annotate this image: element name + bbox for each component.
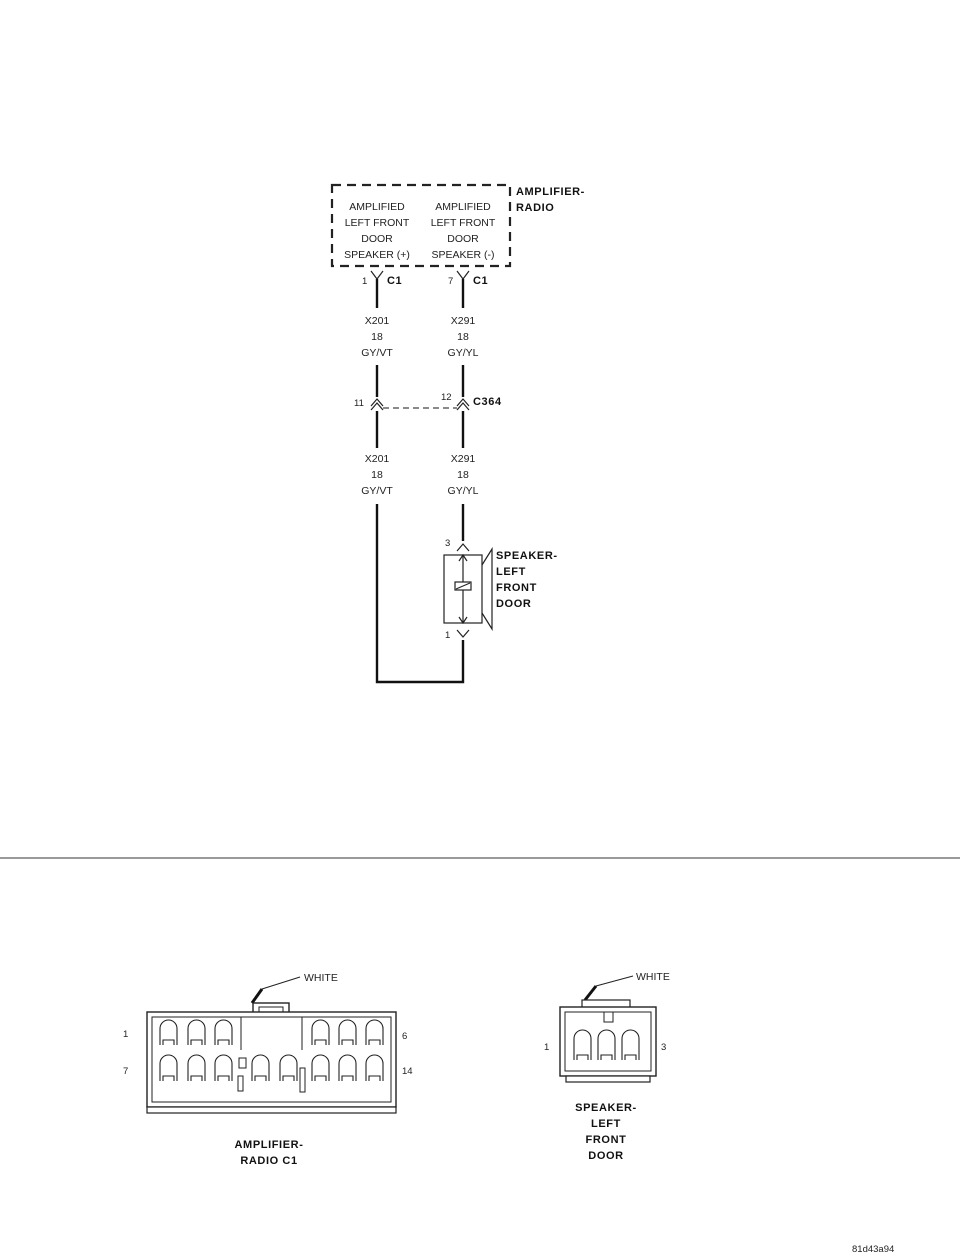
amp-pin-top-right: 6	[402, 1031, 407, 1042]
speaker-view-color-label: WHITE	[636, 971, 670, 983]
terminal-cavity	[365, 1054, 384, 1081]
c1-right-name: C1	[473, 275, 488, 287]
wire-label-lower-right: X291 18 GY/YL	[448, 453, 479, 497]
module-name-line1: AMPLIFIER-	[516, 186, 585, 198]
svg-text:FRONT: FRONT	[586, 1134, 627, 1146]
terminal-cavity	[597, 1029, 616, 1060]
svg-text:DOOR: DOOR	[588, 1150, 623, 1162]
c1-left-symbol	[370, 270, 384, 280]
terminal-cavity	[311, 1019, 330, 1045]
svg-text:DOOR: DOOR	[496, 598, 531, 610]
terminal-cavity	[279, 1054, 298, 1081]
svg-text:18: 18	[457, 469, 469, 481]
speaker-pin3-symbol	[456, 543, 470, 552]
speaker-pin-top: 3	[445, 538, 450, 549]
speaker-connector-view	[559, 975, 657, 1083]
svg-text:SPEAKER (-): SPEAKER (-)	[431, 249, 494, 261]
svg-text:AMPLIFIER-: AMPLIFIER-	[235, 1139, 304, 1151]
speaker-view-pin-right: 3	[661, 1042, 666, 1053]
terminal-cavity	[159, 1019, 178, 1045]
amplifier-radio-module-box	[330, 183, 512, 268]
svg-text:LEFT: LEFT	[496, 566, 526, 578]
c1-right-pin: 7	[448, 276, 453, 287]
svg-text:GY/VT: GY/VT	[361, 347, 393, 359]
svg-text:X201: X201	[365, 315, 390, 327]
amp-pin-bottom-left: 7	[123, 1066, 128, 1077]
c364-name: C364	[473, 396, 502, 408]
terminal-cavity	[311, 1054, 330, 1081]
speaker-symbol	[443, 546, 493, 632]
terminal-cavity	[621, 1029, 640, 1060]
module-name-line2: RADIO	[516, 202, 554, 214]
amp-pin-top-left: 1	[123, 1029, 128, 1040]
svg-text:SPEAKER-: SPEAKER-	[496, 550, 558, 562]
speaker-view-name: SPEAKER- LEFT FRONT DOOR	[575, 1102, 637, 1162]
wire-label-upper-left: X201 18 GY/VT	[361, 315, 393, 359]
amp-pin-bottom-right: 14	[402, 1066, 413, 1077]
speaker-pin1-symbol	[456, 629, 470, 638]
svg-text:GY/VT: GY/VT	[361, 485, 393, 497]
svg-text:LEFT FRONT: LEFT FRONT	[431, 217, 496, 229]
terminal-cavity	[251, 1054, 270, 1081]
svg-text:X201: X201	[365, 453, 390, 465]
svg-text:LEFT FRONT: LEFT FRONT	[345, 217, 410, 229]
circuit-label-left: AMPLIFIED LEFT FRONT DOOR SPEAKER (+)	[344, 201, 410, 261]
svg-text:SPEAKER-: SPEAKER-	[575, 1102, 637, 1114]
terminal-cavity	[159, 1054, 178, 1081]
svg-text:AMPLIFIED: AMPLIFIED	[349, 201, 405, 213]
svg-text:18: 18	[371, 331, 383, 343]
c1-left-name: C1	[387, 275, 402, 287]
terminal-cavity	[365, 1019, 384, 1045]
svg-text:FRONT: FRONT	[496, 582, 537, 594]
speaker-pin-bottom: 1	[445, 630, 450, 641]
svg-text:DOOR: DOOR	[361, 233, 393, 245]
wire-label-lower-left: X201 18 GY/VT	[361, 453, 393, 497]
svg-text:DOOR: DOOR	[447, 233, 479, 245]
amplifier-radio-c1-connector-view	[146, 976, 397, 1114]
svg-text:SPEAKER (+): SPEAKER (+)	[344, 249, 410, 261]
amp-connector-name: AMPLIFIER- RADIO C1	[235, 1139, 304, 1167]
svg-text:18: 18	[371, 469, 383, 481]
svg-text:RADIO C1: RADIO C1	[240, 1155, 297, 1167]
c364-right-pin: 12	[441, 392, 452, 403]
speaker-name: SPEAKER- LEFT FRONT DOOR	[496, 550, 558, 610]
svg-text:X291: X291	[451, 453, 476, 465]
c1-right-symbol	[456, 270, 470, 280]
svg-text:18: 18	[457, 331, 469, 343]
c364-left-symbol	[370, 398, 384, 411]
c1-left-pin: 1	[362, 276, 367, 287]
svg-text:GY/YL: GY/YL	[448, 347, 479, 359]
terminal-cavity	[214, 1054, 233, 1081]
terminal-cavity	[338, 1054, 357, 1081]
svg-text:X291: X291	[451, 315, 476, 327]
speaker-view-pin-left: 1	[544, 1042, 549, 1053]
wire-x201-return-loop	[375, 504, 465, 684]
circuit-label-right: AMPLIFIED LEFT FRONT DOOR SPEAKER (-)	[431, 201, 496, 261]
amp-color-label: WHITE	[304, 972, 338, 984]
terminal-cavity	[214, 1019, 233, 1045]
svg-text:AMPLIFIED: AMPLIFIED	[435, 201, 491, 213]
svg-text:LEFT: LEFT	[591, 1118, 621, 1130]
figure-code: 81d43a94	[852, 1244, 894, 1255]
terminal-cavity	[187, 1019, 206, 1045]
terminal-cavity	[338, 1019, 357, 1045]
terminal-cavity	[187, 1054, 206, 1081]
wire-label-upper-right: X291 18 GY/YL	[448, 315, 479, 359]
terminal-cavity	[573, 1029, 592, 1060]
c364-right-symbol	[456, 398, 470, 411]
c364-left-pin: 11	[354, 398, 364, 409]
svg-text:GY/YL: GY/YL	[448, 485, 479, 497]
